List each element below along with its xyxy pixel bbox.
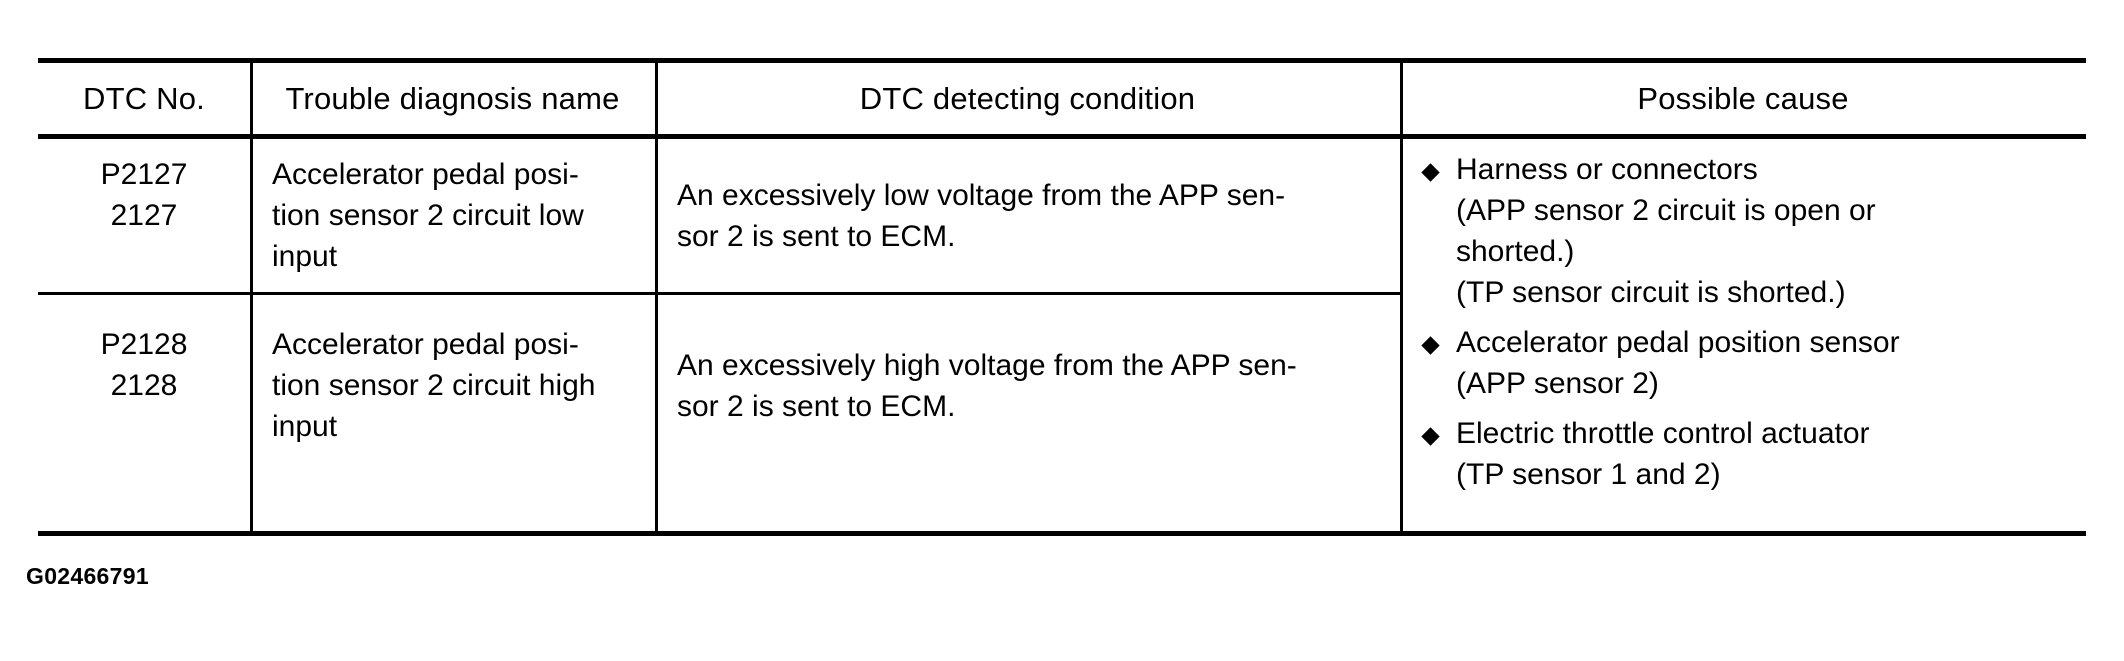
condition-line-1-row-1: An excessively low voltage from the APP …	[677, 179, 1286, 212]
column-header-possible-cause: Possible cause	[1637, 80, 1849, 116]
diagnosis-name-line-3-row-1: input	[272, 240, 338, 273]
possible-cause-item-harness-detail-3: (TP sensor circuit is shorted.)	[1456, 276, 1846, 309]
condition-line-1-row-2: An excessively high voltage from the APP…	[677, 349, 1297, 382]
possible-cause-item-harness: Harness or connectors (APP sensor 2 circ…	[1416, 149, 2086, 313]
figure-id-label: G02466791	[26, 563, 149, 589]
column-possible-cause: Harness or connectors (APP sensor 2 circ…	[1400, 139, 2086, 531]
table-body: P2127 2127 P2128 2128 Accelerator pedal …	[38, 139, 2086, 531]
diagnosis-name-line-1-row-1: Accelerator pedal posi-	[272, 158, 579, 191]
column-header-dtc-no: DTC No.	[83, 80, 205, 116]
table-header-row: DTC No. Trouble diagnosis name DTC detec…	[38, 63, 2086, 134]
condition-line-2-row-2: sor 2 is sent to ECM.	[677, 390, 956, 423]
possible-cause-item-app-sensor-title: Accelerator pedal position sensor	[1456, 326, 1900, 359]
possible-cause-item-harness-detail-2: shorted.)	[1456, 235, 1575, 268]
dtc-code-secondary-row-2: 2128	[110, 369, 178, 402]
condition-line-2-row-1: sor 2 is sent to ECM.	[677, 220, 956, 253]
possible-cause-item-harness-title: Harness or connectors	[1456, 153, 1758, 186]
cell-dtc-no-row-2: P2128 2128	[38, 324, 250, 406]
column-trouble-diagnosis-name: Accelerator pedal posi- tion sensor 2 ci…	[250, 139, 655, 531]
diamond-bullet-icon	[1421, 427, 1440, 446]
row-separator	[38, 292, 1400, 295]
possible-cause-item-app-sensor: Accelerator pedal position sensor (APP s…	[1416, 322, 2086, 404]
diamond-bullet-icon	[1421, 163, 1440, 182]
diamond-bullet-icon	[1421, 336, 1440, 355]
diagnosis-name-line-3-row-2: input	[272, 410, 338, 443]
diagnosis-name-line-2-row-2: tion sensor 2 circuit high	[272, 369, 596, 402]
diagnosis-name-line-1-row-2: Accelerator pedal posi-	[272, 328, 579, 361]
column-dtc-no: P2127 2127 P2128 2128	[38, 139, 250, 531]
column-separator-1	[250, 58, 253, 536]
diagnosis-name-line-2-row-1: tion sensor 2 circuit low	[272, 199, 584, 232]
column-header-trouble-diagnosis-name: Trouble diagnosis name	[285, 80, 620, 116]
cell-dtc-detecting-condition-row-1: An excessively low voltage from the APP …	[655, 175, 1400, 257]
cause-list-gap-1	[1416, 313, 2086, 322]
possible-cause-item-app-sensor-detail-1: (APP sensor 2)	[1456, 367, 1659, 400]
possible-cause-item-throttle-actuator-detail-1: (TP sensor 1 and 2)	[1456, 458, 1721, 491]
cell-trouble-diagnosis-name-row-1: Accelerator pedal posi- tion sensor 2 ci…	[250, 154, 655, 277]
table-bottom-rule	[38, 531, 2086, 536]
dtc-code-secondary-row-1: 2127	[110, 199, 178, 232]
cell-trouble-diagnosis-name-row-2: Accelerator pedal posi- tion sensor 2 ci…	[250, 324, 655, 447]
possible-cause-item-harness-detail-1: (APP sensor 2 circuit is open or	[1456, 194, 1876, 227]
possible-cause-item-throttle-actuator-title: Electric throttle control actuator	[1456, 417, 1870, 450]
cell-dtc-no-row-1: P2127 2127	[38, 154, 250, 236]
column-header-dtc-detecting-condition: DTC detecting condition	[859, 80, 1196, 116]
column-separator-2	[655, 58, 658, 536]
column-dtc-detecting-condition: An excessively low voltage from the APP …	[655, 139, 1400, 531]
cause-list-gap-2	[1416, 404, 2086, 413]
dtc-code-primary-row-2: P2128	[100, 328, 188, 361]
possible-cause-list: Harness or connectors (APP sensor 2 circ…	[1400, 149, 2086, 495]
column-separator-3	[1400, 58, 1403, 536]
cell-dtc-detecting-condition-row-2: An excessively high voltage from the APP…	[655, 345, 1400, 427]
dtc-code-primary-row-1: P2127	[100, 158, 188, 191]
possible-cause-item-throttle-actuator: Electric throttle control actuator (TP s…	[1416, 413, 2086, 495]
table-top-rule	[38, 58, 2086, 63]
table-header-rule	[38, 134, 2086, 139]
